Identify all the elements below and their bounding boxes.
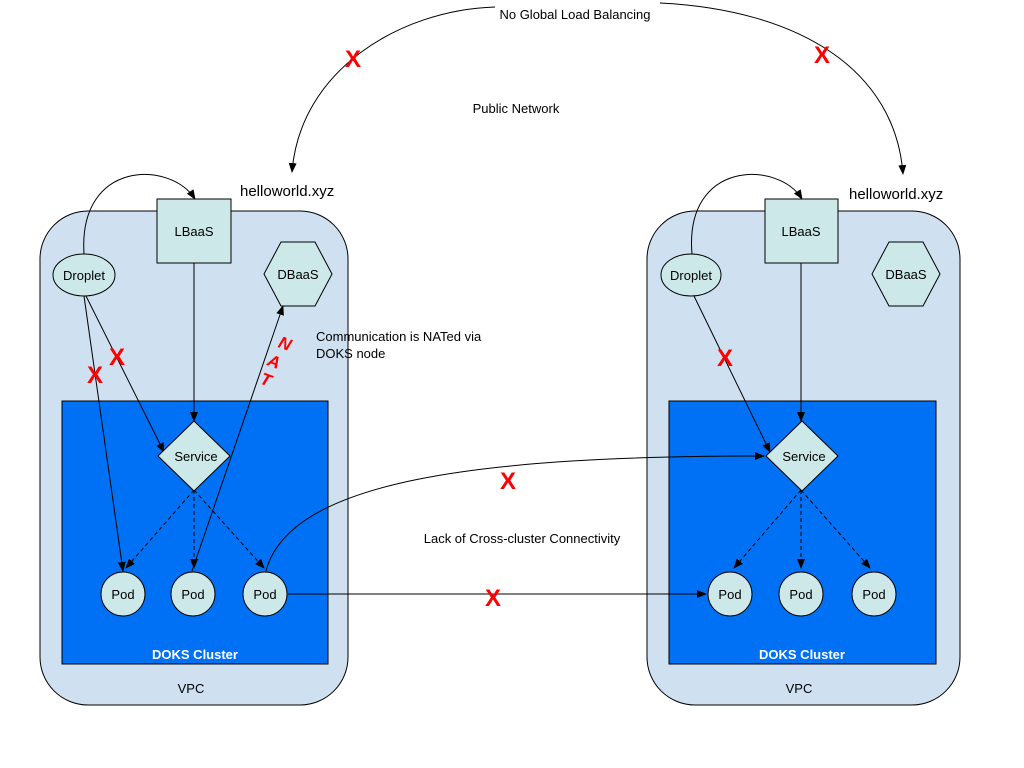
right-droplet[interactable] [660,253,722,297]
right-dbaas-label: DBaaS [885,267,927,282]
nat-note-line1: Communication is NATed via [316,329,482,344]
right-pod-1[interactable] [707,571,753,617]
right-pod-3[interactable] [851,571,897,617]
left-service-to-pod1 [125,489,195,569]
right-nodes: LBaaS Droplet DBaaS Service Pod Pod Pod [660,198,941,617]
left-droplet[interactable] [52,253,116,297]
nat-letter-a: A [264,350,283,372]
left-pod-3[interactable] [242,571,288,617]
left-domain-label: helloworld.xyz [240,183,334,200]
right-pod-1-label: Pod [718,587,741,602]
right-cluster-label: DOKS Cluster [759,647,845,662]
right-dbaas[interactable] [871,241,941,307]
right-service-to-pod1 [733,489,802,569]
global-lb-arc-right [659,2,907,175]
left-lbaas[interactable] [156,198,232,264]
global-lb-arc-left [288,6,496,173]
left-droplet-to-service [85,295,165,453]
right-pod-3-label: Pod [862,587,885,602]
x-mark-right-droplet-service: X [717,345,733,372]
right-vpc-label: VPC [786,681,813,696]
cross-pod-to-service [265,452,765,572]
left-droplet-to-lbaas [83,173,196,255]
global-lb-label: No Global Load Balancing [499,7,650,22]
left-service-to-pod3 [193,489,265,569]
cross-cluster-label: Lack of Cross-cluster Connectivity [424,531,621,546]
left-pod-1[interactable] [100,571,146,617]
right-service-to-pod3 [800,489,871,569]
left-cluster-label: DOKS Cluster [152,647,238,662]
left-droplet-to-pod1 [83,295,126,572]
left-service[interactable] [157,420,231,492]
right-pod-2[interactable] [778,571,824,617]
left-nodes: LBaaS Droplet DBaaS Service Pod Pod Pod [52,198,333,617]
left-pod-2[interactable] [170,571,216,617]
annotations: No Global Load Balancing Public Network … [240,7,943,546]
x-marks: X X X X X X X [87,42,830,612]
nat-marks: N A T [258,333,295,391]
left-dbaas-label: DBaaS [277,267,319,282]
right-droplet-to-lbaas [691,173,803,255]
right-droplet-to-service [693,295,771,453]
nat-note-line2: DOKS node [316,346,385,361]
x-mark-left-droplet-pod: X [87,362,103,389]
right-service[interactable] [765,420,839,492]
left-vpc-label: VPC [178,681,205,696]
edges [83,2,907,598]
left-pod-3-label: Pod [253,587,276,602]
x-mark-left-droplet-service: X [109,344,125,371]
right-service-label: Service [782,449,825,464]
right-domain-label: helloworld.xyz [849,186,943,203]
x-mark-global-left: X [345,46,361,73]
left-droplet-label: Droplet [63,268,105,283]
left-pod-1-label: Pod [111,587,134,602]
left-pod2-to-dbaas [191,305,284,572]
right-lbaas[interactable] [764,198,839,264]
right-lbaas-label: LBaaS [781,224,820,239]
x-mark-cross-pod: X [485,585,501,612]
x-mark-cross-service: X [500,468,516,495]
right-droplet-label: Droplet [670,268,712,283]
x-mark-global-right: X [814,42,830,69]
public-network-label: Public Network [473,101,560,116]
right-pod-2-label: Pod [789,587,812,602]
left-dbaas[interactable] [263,241,333,307]
left-lbaas-label: LBaaS [174,224,213,239]
left-pod-2-label: Pod [181,587,204,602]
left-service-label: Service [174,449,217,464]
